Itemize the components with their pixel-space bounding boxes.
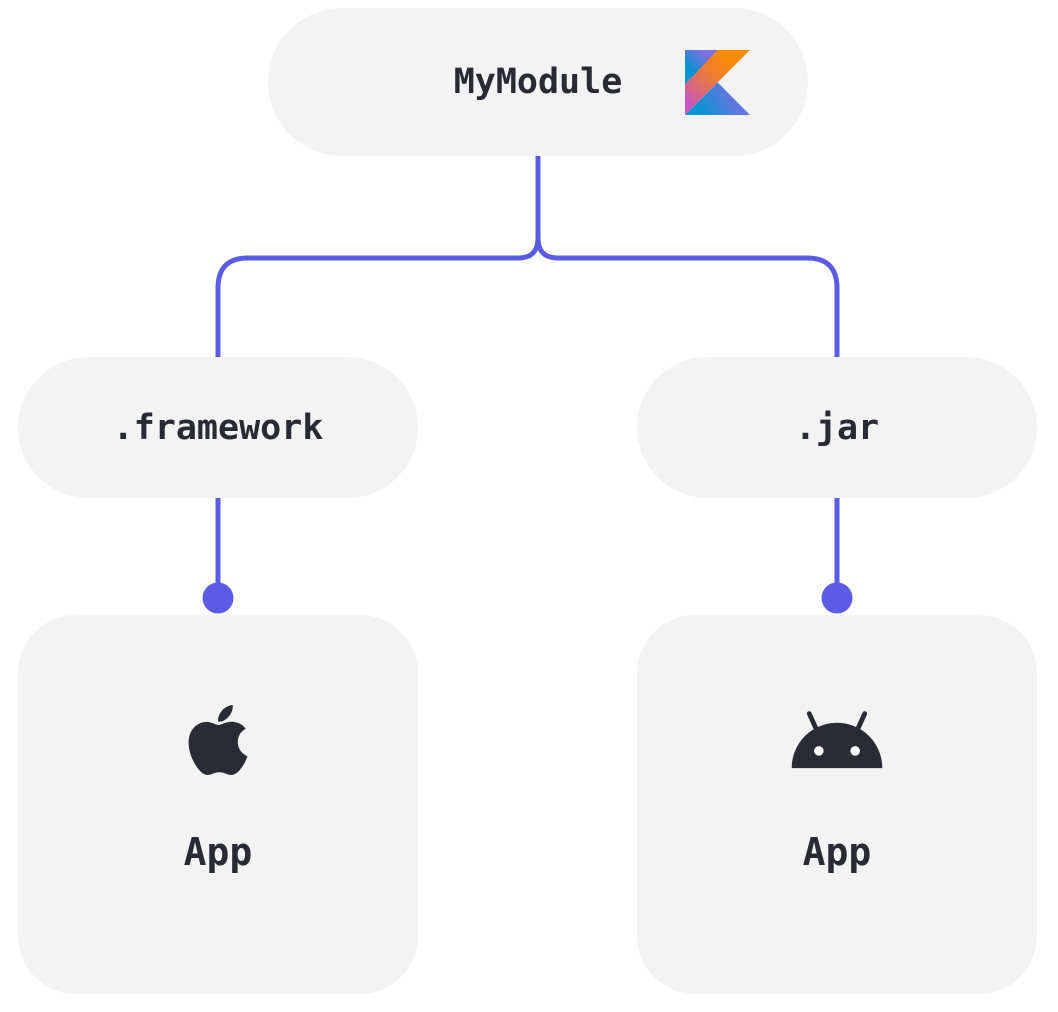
node-android-app-label: App bbox=[802, 830, 872, 874]
node-ios-app: App bbox=[18, 615, 418, 994]
kotlin-icon bbox=[685, 50, 750, 115]
node-android-app: App bbox=[637, 615, 1037, 994]
node-framework-label: .framework bbox=[112, 407, 324, 448]
node-framework: .framework bbox=[18, 357, 418, 498]
node-ios-app-label: App bbox=[183, 830, 253, 874]
node-jar-label: .jar bbox=[794, 407, 880, 448]
node-mymodule-label: MyModule bbox=[453, 62, 623, 102]
node-mymodule: MyModule bbox=[268, 8, 808, 156]
connector-module-to-jar bbox=[535, 153, 840, 361]
apple-icon bbox=[188, 700, 248, 780]
connector-module-to-framework bbox=[215, 153, 541, 361]
connector-dot-ios bbox=[202, 582, 234, 614]
connector-dot-android bbox=[821, 582, 853, 614]
node-jar: .jar bbox=[637, 357, 1037, 498]
android-icon bbox=[789, 705, 885, 770]
